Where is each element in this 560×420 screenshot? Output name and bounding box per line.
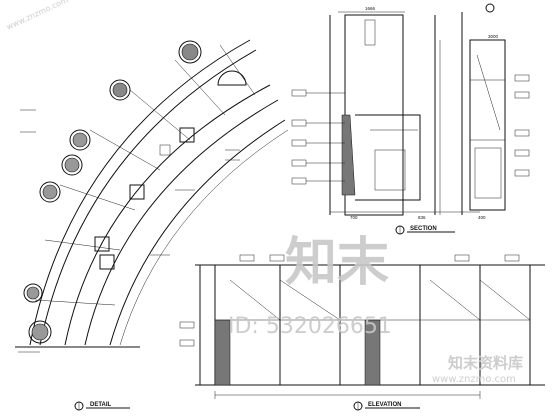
section-dim-bottom-left: 700	[350, 215, 358, 220]
elevation-title: ELEVATION	[368, 402, 401, 408]
section-title: SECTION	[410, 226, 437, 232]
watermark-brand: 知末资料库	[448, 354, 523, 372]
detail-title: DETAIL	[90, 402, 112, 408]
section-title-block: SECTION	[395, 225, 455, 235]
watermark-logo: 知末	[285, 233, 389, 293]
column-circle	[28, 320, 52, 344]
section-dim-bottom-mid: 836	[418, 215, 426, 220]
section-view: 1666 3000 700 836 400	[291, 3, 530, 220]
watermark-id: ID: 532026651	[228, 314, 392, 339]
column-circle	[23, 283, 43, 303]
column-circle	[109, 79, 131, 101]
column-circle	[39, 181, 61, 203]
column-circle	[61, 154, 83, 176]
section-dim-bottom-right: 400	[478, 215, 486, 220]
elevation-view	[179, 254, 545, 399]
column-circle	[69, 129, 91, 151]
elevation-title-block: ELEVATION	[353, 401, 420, 411]
section-dim-top: 1666	[365, 6, 376, 11]
column-circle	[178, 40, 202, 64]
detail-curved-plan	[15, 39, 289, 353]
detail-title-block: DETAIL	[74, 401, 130, 411]
watermark-url: www.znzmo.com	[432, 374, 516, 385]
section-dim-right-top: 3000	[488, 34, 499, 39]
